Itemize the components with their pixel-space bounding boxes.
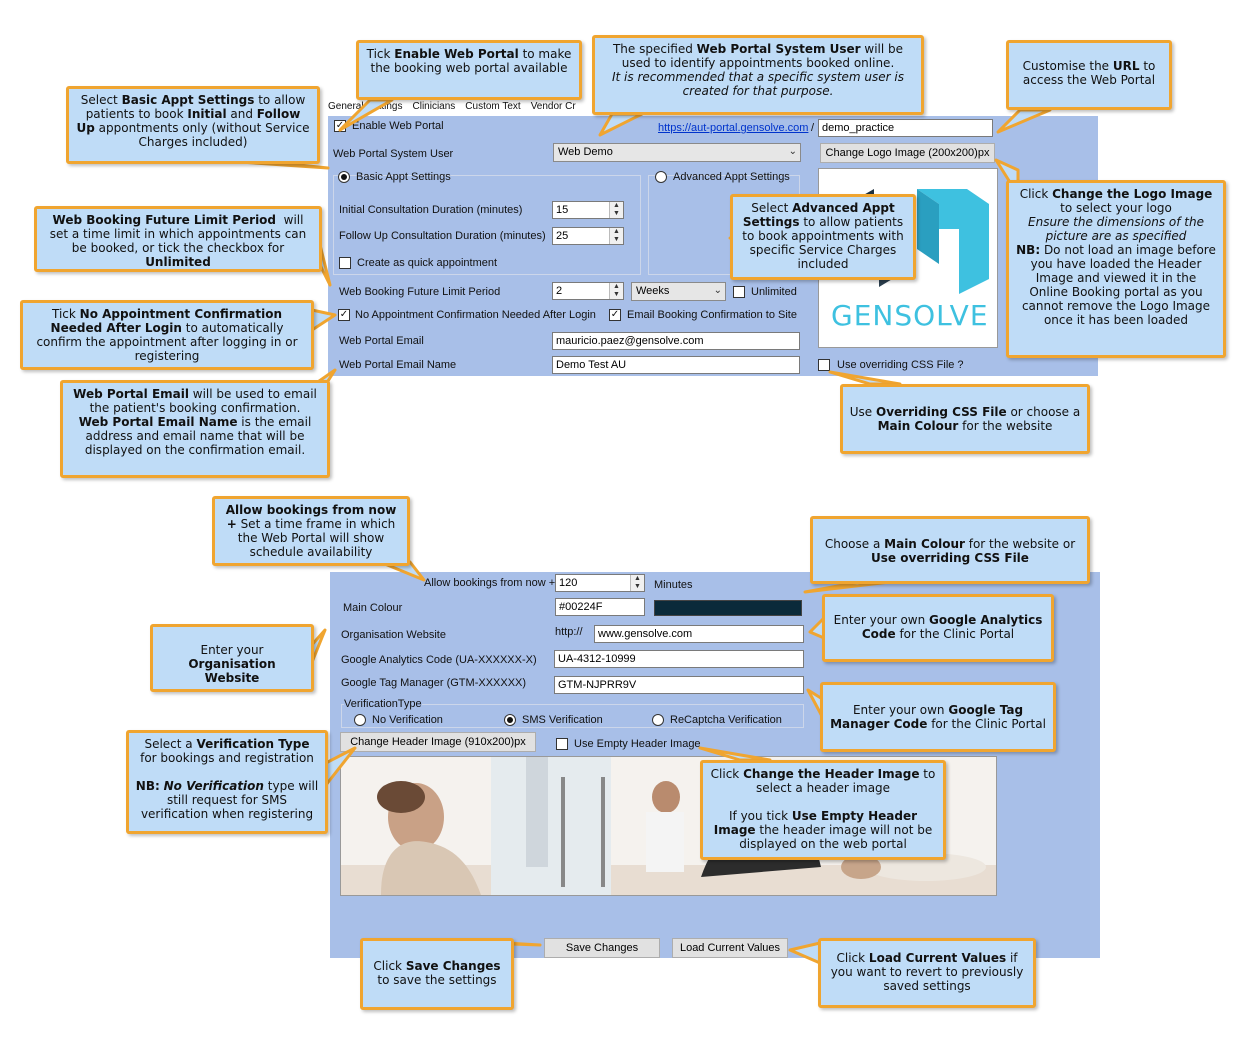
initial-duration-value: 15 [556,204,569,216]
recaptcha-radio[interactable] [652,714,664,726]
no-verification-label: No Verification [372,714,443,726]
followup-duration-stepper[interactable]: 25 ▲▼ [552,227,624,245]
change-logo-button[interactable]: Change Logo Image (200x200)px [820,143,995,163]
allow-bookings-stepper[interactable]: 120 ▲▼ [555,574,645,592]
spin-arrows-icon[interactable]: ▲▼ [630,575,644,591]
callout-main-colour: Choose a Main Colour for the website or … [810,516,1090,584]
logo-wordmark: GENSOLVE [831,299,989,332]
followup-duration-value: 25 [556,230,569,242]
callout-header-image: Click Change the Header Image to select … [700,760,946,860]
ga-label: Google Analytics Code (UA-XXXXXX-X) [341,654,537,666]
future-limit-value: 2 [556,285,563,297]
change-header-button[interactable]: Change Header Image (910x200)px [340,732,536,752]
callout-future-limit: Web Booking Future Limit Period will set… [34,206,322,272]
allow-bookings-value: 120 [559,577,578,589]
chevron-down-icon: ⌄ [713,285,722,296]
email-confirm-checkbox[interactable]: ✓ [609,309,621,321]
system-user-label: Web Portal System User [333,148,454,160]
tab-vendor[interactable]: Vendor Cr [530,101,576,112]
callout-load-values: Click Load Current Values if you want to… [818,938,1036,1008]
spin-arrows-icon[interactable]: ▲▼ [609,283,623,299]
callout-logo-image: Click Change the Logo Image to select yo… [1006,180,1226,358]
callout-no-confirm: Tick No Appointment Confirmation Needed … [20,300,314,370]
gtm-input[interactable]: GTM-NJPRR9V [554,676,804,694]
verification-type-label: VerificationType [344,698,422,710]
tab-custom-text[interactable]: Custom Text [465,101,521,112]
sms-verification-label: SMS Verification [522,714,603,726]
url-separator: / [811,122,815,134]
tab-clinicians[interactable]: Clinicians [412,101,456,112]
spin-arrows-icon[interactable]: ▲▼ [609,228,623,244]
verification-type-group [341,704,804,728]
basic-appt-group [333,175,641,275]
portal-email-name-input[interactable]: Demo Test AU [552,356,800,374]
empty-header-checkbox[interactable] [556,738,568,750]
http-prefix-label: http:// [555,626,583,638]
recaptcha-label: ReCaptcha Verification [670,714,782,726]
future-limit-label: Web Booking Future Limit Period [339,286,501,298]
email-confirm-label: Email Booking Confirmation to Site [627,309,797,321]
gtm-label: Google Tag Manager (GTM-XXXXXX) [341,677,527,689]
org-website-label: Organisation Website [341,629,446,641]
spin-arrows-icon[interactable]: ▲▼ [609,202,623,218]
main-colour-input[interactable]: #00224F [555,598,645,616]
empty-header-label: Use Empty Header Image [574,738,701,750]
save-changes-button[interactable]: Save Changes [544,938,660,958]
main-colour-swatch[interactable] [654,600,802,616]
callout-advanced-appt: Select Advanced Appt Settings to allow p… [730,194,916,280]
chevron-down-icon: ⌄ [788,146,797,157]
initial-duration-stepper[interactable]: 15 ▲▼ [552,201,624,219]
callout-allow-bookings: Allow bookings from now + Set a time fra… [212,496,410,566]
portal-url-link[interactable]: https://aut-portal.gensolve.com [658,122,809,134]
future-limit-unit-dropdown[interactable]: Weeks ⌄ [631,282,726,301]
basic-appt-radio[interactable] [338,171,350,183]
enable-web-portal-label: Enable Web Portal [352,120,444,132]
portal-email-input[interactable]: mauricio.paez@gensolve.com [552,332,800,350]
callout-portal-email: Web Portal Email will be used to email t… [60,380,330,478]
no-verification-radio[interactable] [354,714,366,726]
future-limit-stepper[interactable]: 2 ▲▼ [552,282,624,300]
advanced-appt-label: Advanced Appt Settings [673,171,790,183]
quick-appt-label: Create as quick appointment [357,257,498,269]
css-label: Use overriding CSS File ? [837,359,964,371]
quick-appt-checkbox[interactable] [339,257,351,269]
sms-verification-radio[interactable] [504,714,516,726]
main-colour-label: Main Colour [343,602,403,614]
unlimited-checkbox[interactable] [733,286,745,298]
basic-appt-label: Basic Appt Settings [356,171,451,183]
callout-enable-web-portal: Tick Enable Web Portal to make the booki… [356,40,582,100]
no-confirm-checkbox[interactable]: ✓ [338,309,350,321]
org-website-input[interactable]: www.gensolve.com [594,625,804,643]
allow-bookings-label: Allow bookings from now + [424,577,556,589]
callout-css-file: Use Overriding CSS File or choose a Main… [840,384,1090,454]
portal-email-label: Web Portal Email [339,335,424,347]
callout-customise-url: Customise the URL to access the Web Port… [1006,40,1172,110]
system-user-dropdown[interactable]: Web Demo ⌄ [553,143,801,162]
future-limit-unit-value: Weeks [636,285,670,297]
followup-duration-label: Follow Up Consultation Duration (minutes… [339,230,546,242]
minutes-label: Minutes [654,579,693,591]
callout-google-analytics: Enter your own Google Analytics Code for… [822,594,1054,662]
practice-name-input[interactable]: demo_practice [818,119,993,137]
callout-org-website: Enter your Organisation Website [150,624,314,692]
no-confirm-label: No Appointment Confirmation Needed After… [355,309,596,321]
initial-duration-label: Initial Consultation Duration (minutes) [339,204,523,216]
callout-google-tag: Enter your own Google Tag Manager Code f… [820,682,1056,752]
portal-email-name-label: Web Portal Email Name [339,359,457,371]
load-current-values-button[interactable]: Load Current Values [672,938,788,958]
advanced-appt-radio[interactable] [655,171,667,183]
callout-save-changes: Click Save Changes to save the settings [360,938,514,1010]
callout-basic-appt: Select Basic Appt Settings to allow pati… [66,86,320,164]
system-user-value: Web Demo [558,146,613,158]
unlimited-label: Unlimited [751,286,797,298]
ga-input[interactable]: UA-4312-10999 [554,650,804,668]
callout-verification-type: Select a Verification Type for bookings … [126,730,328,834]
callout-system-user: The specified Web Portal System User wil… [592,35,924,115]
css-checkbox[interactable] [818,359,830,371]
